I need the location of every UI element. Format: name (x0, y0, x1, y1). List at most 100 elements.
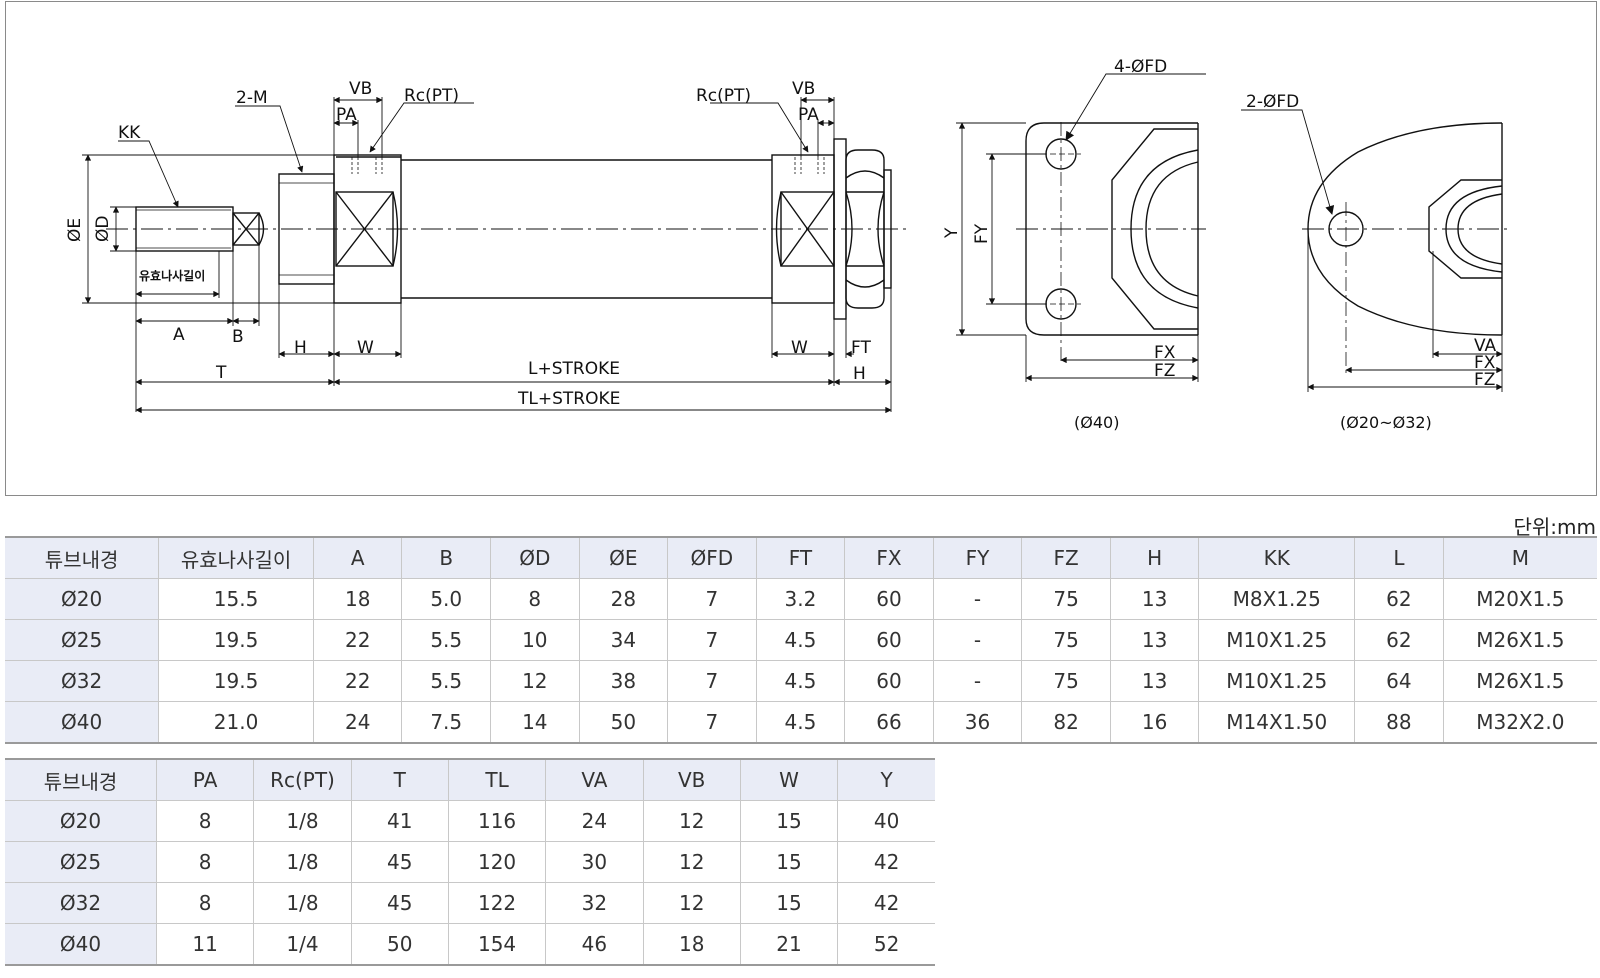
table-cell: 122 (448, 882, 547, 924)
column-header: M (1443, 537, 1597, 579)
svg-text:W: W (791, 338, 808, 358)
svg-text:ØD: ØD (93, 216, 113, 242)
column-header: B (401, 537, 492, 579)
svg-text:(Ø20~Ø32): (Ø20~Ø32) (1340, 413, 1432, 432)
table-cell: 52 (837, 923, 935, 966)
table-row: Ø20 8 1/8 41 116 24 12 15 40 (5, 800, 935, 842)
table-cell: 7 (667, 578, 757, 620)
table-cell: 60 (844, 578, 934, 620)
svg-text:FY: FY (972, 223, 992, 244)
table-cell: 8 (490, 578, 580, 620)
table-cell: 62 (1354, 619, 1444, 661)
table-cell: 42 (837, 841, 935, 883)
table-cell: 8 (156, 882, 255, 924)
table-cell: 66 (844, 701, 934, 744)
table-row: Ø40 11 1/4 50 154 46 18 21 52 (5, 923, 935, 966)
svg-text:VB: VB (349, 79, 372, 99)
table-cell: 5.5 (401, 660, 492, 702)
table-cell: 15 (740, 882, 839, 924)
column-header: H (1110, 537, 1200, 579)
table-cell: 21 (740, 923, 839, 966)
table-cell: 116 (448, 800, 547, 842)
svg-text:2-ØFD: 2-ØFD (1246, 92, 1299, 112)
svg-text:ØE: ØE (65, 218, 85, 242)
table-cell: 7 (667, 660, 757, 702)
svg-text:H: H (294, 338, 307, 358)
row-header: Ø20 (5, 578, 160, 620)
table-cell: 12 (643, 841, 741, 883)
table-cell: 13 (1110, 578, 1200, 620)
column-header: VB (643, 759, 741, 801)
column-header: ØE (579, 537, 669, 579)
table-cell: - (933, 578, 1023, 620)
row-header: Ø25 (5, 841, 157, 883)
table-cell: - (933, 660, 1023, 702)
front-view-20-32-dimensions (1241, 109, 1503, 392)
row-header: Ø25 (5, 619, 160, 661)
table-cell: 8 (156, 800, 255, 842)
spec-table-2: 튜브내경 PA Rc(PT) T TL VA VB W Y Ø20 8 1/8 … (5, 758, 935, 966)
table-cell: 10 (490, 619, 580, 661)
table-cell: 42 (837, 882, 935, 924)
table-cell: M32X2.0 (1443, 701, 1597, 744)
column-header: T (351, 759, 449, 801)
table-cell: 75 (1021, 660, 1111, 702)
table-cell: 12 (643, 800, 741, 842)
svg-text:FZ: FZ (1154, 361, 1175, 381)
table-cell: 120 (448, 841, 547, 883)
column-header: 튜브내경 (5, 537, 160, 579)
column-header: 튜브내경 (5, 759, 157, 801)
svg-text:L+STROKE: L+STROKE (528, 359, 620, 379)
svg-text:PA: PA (798, 105, 819, 125)
column-header: 유효나사길이 (158, 537, 314, 579)
row-header: Ø40 (5, 701, 160, 744)
table-cell: 19.5 (158, 660, 314, 702)
table-cell: 75 (1021, 619, 1111, 661)
table-cell: 30 (545, 841, 644, 883)
table-cell: M14X1.50 (1198, 701, 1356, 744)
svg-text:A: A (173, 325, 185, 345)
table-cell: 15 (740, 841, 839, 883)
svg-text:W: W (357, 338, 374, 358)
table-row: Ø25 19.5 22 5.5 10 34 7 4.5 60 - 75 13 M… (5, 619, 1597, 661)
svg-text:(Ø40): (Ø40) (1074, 413, 1119, 432)
table-cell: 4.5 (756, 619, 846, 661)
column-header: FZ (1021, 537, 1111, 579)
svg-text:PA: PA (336, 105, 357, 125)
table-cell: 13 (1110, 660, 1200, 702)
table-cell: 7 (667, 701, 757, 744)
svg-text:4-ØFD: 4-ØFD (1114, 57, 1167, 77)
table-row: Ø32 19.5 22 5.5 12 38 7 4.5 60 - 75 13 M… (5, 660, 1597, 702)
table-cell: 46 (545, 923, 644, 966)
svg-text:FZ: FZ (1474, 370, 1495, 390)
table-cell: 88 (1354, 701, 1444, 744)
table-cell: 3.2 (756, 578, 846, 620)
technical-drawing: KK 2-M VB PA Rc(PT) Rc(PT) VB PA ØE ØD 유… (5, 1, 1597, 496)
table-header-row: 튜브내경 PA Rc(PT) T TL VA VB W Y (5, 759, 935, 801)
table-cell: 45 (351, 841, 449, 883)
table-cell: 1/8 (253, 882, 352, 924)
column-header: Y (837, 759, 935, 801)
table-cell: 1/8 (253, 841, 352, 883)
table-cell: 50 (351, 923, 449, 966)
table-cell: 14 (490, 701, 580, 744)
table-cell: 41 (351, 800, 449, 842)
table-cell: 4.5 (756, 660, 846, 702)
side-view-dimensions (82, 96, 892, 414)
table-cell: M26X1.5 (1443, 619, 1597, 661)
side-view-labels: KK 2-M VB PA Rc(PT) Rc(PT) VB PA ØE ØD 유… (65, 79, 871, 409)
table-cell: 36 (933, 701, 1023, 744)
table-cell: 19.5 (158, 619, 314, 661)
column-header: TL (448, 759, 547, 801)
table-row: Ø32 8 1/8 45 122 32 12 15 42 (5, 882, 935, 924)
column-header: L (1354, 537, 1444, 579)
row-header: Ø32 (5, 882, 157, 924)
table-cell: 45 (351, 882, 449, 924)
table-cell: 60 (844, 660, 934, 702)
table-cell: 40 (837, 800, 935, 842)
table-cell: 22 (313, 619, 403, 661)
svg-text:TL+STROKE: TL+STROKE (517, 389, 620, 409)
table-row: Ø25 8 1/8 45 120 30 12 15 42 (5, 841, 935, 883)
svg-text:T: T (215, 363, 227, 383)
svg-text:VB: VB (792, 79, 815, 99)
